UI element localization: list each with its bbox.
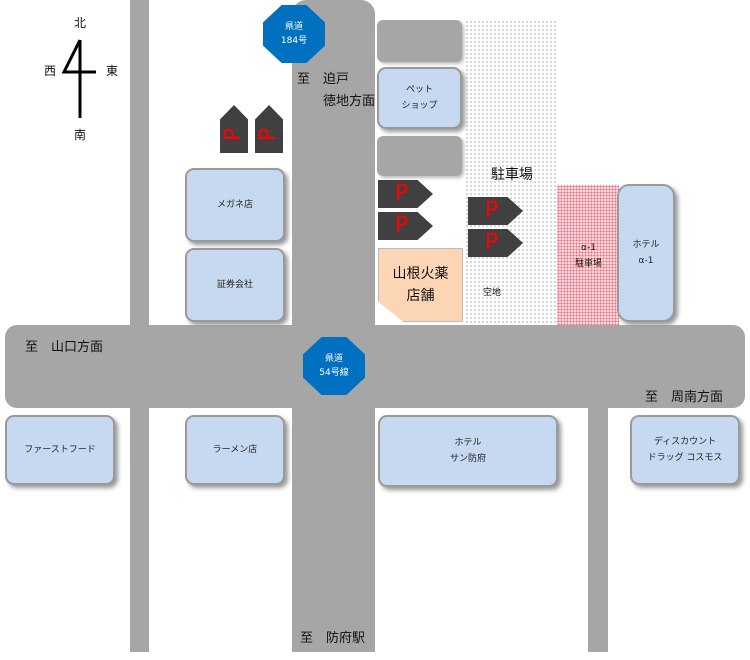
- parking-lot-area: [465, 20, 557, 325]
- direction-west: 至 山口方面: [25, 340, 104, 355]
- sign-line1: 県道: [324, 354, 343, 364]
- road-east-vertical: [588, 380, 608, 652]
- sign-line2: 54号線: [319, 368, 349, 378]
- parking-label: 駐車場: [491, 167, 533, 183]
- vacant-lot-label: 空地: [483, 288, 502, 298]
- alpha-parking-area: [557, 185, 619, 325]
- parking-p-label: P: [221, 127, 247, 142]
- securities-company: 証券会社: [185, 248, 285, 322]
- hotel-alpha: ホテル α-1: [617, 184, 675, 322]
- parking-marker: P: [255, 105, 283, 153]
- parking-marker: P: [378, 180, 433, 208]
- direction-south: 至 防府駅: [300, 631, 366, 646]
- sign-line1: 県道: [284, 22, 303, 32]
- building-block: [377, 20, 462, 62]
- alpha-parking-label: α-1 駐車場: [575, 243, 603, 269]
- compass-north: 北: [74, 16, 87, 30]
- route-54-sign: 県道 54号線: [303, 337, 365, 395]
- hotel-sun-hofu: ホテル サン防府: [378, 415, 558, 487]
- compass-east: 東: [106, 64, 119, 78]
- direction-north-b: 徳地方面: [323, 94, 376, 109]
- direction-north-a: 至 迫戸: [297, 72, 350, 87]
- parking-p-label: P: [256, 127, 282, 142]
- building-block: [377, 136, 462, 176]
- parking-marker: P: [220, 105, 248, 153]
- pet-shop: ペット ショップ: [377, 67, 462, 129]
- compass-arrow-icon: [61, 39, 96, 118]
- fast-food: ファーストフード: [5, 415, 115, 485]
- compass-west: 西: [44, 64, 57, 78]
- parking-marker: P: [378, 212, 433, 240]
- glasses-store: メガネ店: [185, 168, 285, 242]
- yamane-fireworks-store: 山根火薬 店舗: [378, 248, 463, 322]
- sign-line2: 184号: [280, 36, 308, 46]
- ramen-shop: ラーメン店: [185, 415, 285, 485]
- route-184-sign: 県道 184号: [263, 5, 325, 63]
- direction-east: 至 周南方面: [645, 390, 724, 405]
- discount-drug-cosmos: ディスカウント ドラッグ コスモス: [630, 415, 740, 485]
- compass-south: 南: [74, 128, 87, 142]
- road-main-horizontal: [5, 325, 745, 408]
